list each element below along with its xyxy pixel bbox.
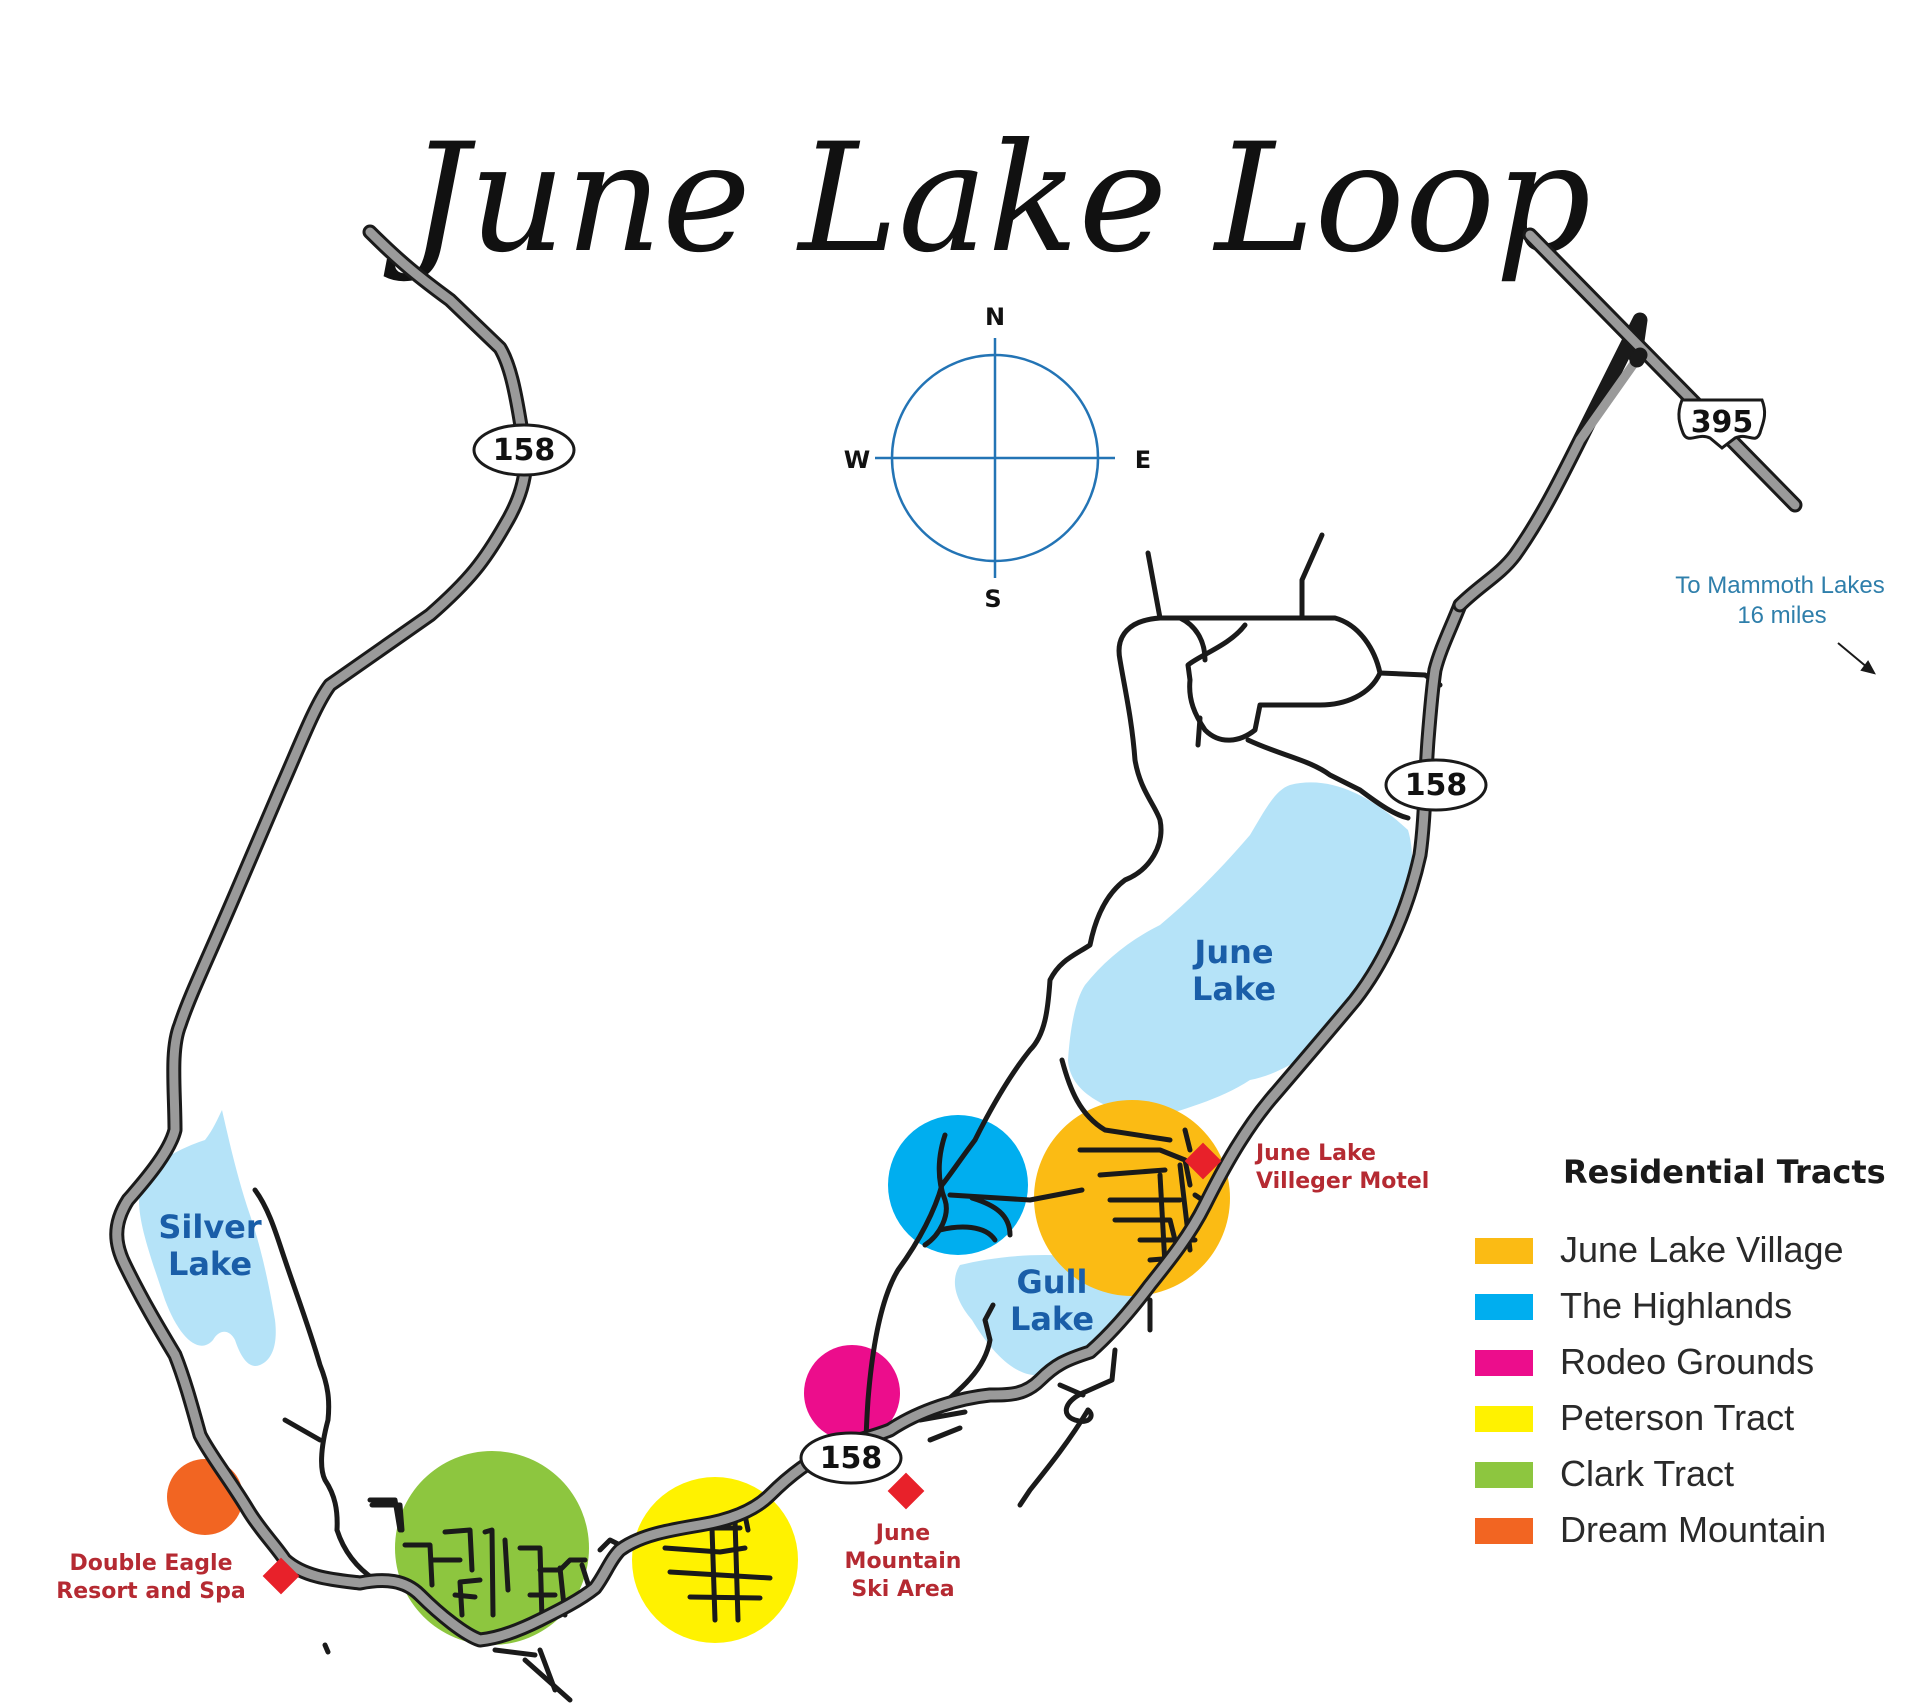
june-lake-label-line2: Lake (1192, 970, 1276, 1008)
tract-circles (167, 1100, 1230, 1645)
us-395-shield-icon: 395 (1677, 398, 1767, 450)
compass-west-label: W (844, 446, 870, 474)
highways (109, 224, 1803, 1648)
route-158-shield-north: 158 (472, 423, 576, 477)
gull-lake-label-line1: Gull (1017, 1263, 1088, 1301)
compass-rose-icon (875, 338, 1115, 578)
legend-label: Peterson Tract (1560, 1397, 1794, 1438)
double-eagle-label-line1: Double Eagle (70, 1551, 233, 1576)
route-158-label: 158 (820, 1441, 883, 1476)
silver-lake-water (139, 1110, 276, 1366)
legend: Residential Tracts June Lake VillageThe … (1475, 1153, 1886, 1550)
gull-lake-label-line2: Lake (1010, 1300, 1094, 1338)
silver-lake-label-line1: Silver (158, 1208, 262, 1246)
tract-the-highlands (888, 1115, 1028, 1255)
legend-item: Rodeo Grounds (1475, 1341, 1814, 1382)
villager-motel-marker (1184, 1142, 1222, 1180)
route-158-label: 158 (493, 433, 556, 468)
us-395-label: 395 (1691, 405, 1754, 440)
june-lake-label-line1: June (1192, 933, 1273, 971)
route-158-shield-south: 158 (799, 1431, 903, 1485)
legend-label: Clark Tract (1560, 1453, 1734, 1494)
mammoth-direction-line2: 16 miles (1737, 602, 1826, 629)
legend-item: Clark Tract (1475, 1453, 1734, 1494)
ski-area-marker (887, 1472, 925, 1510)
compass-east-label: E (1135, 446, 1151, 474)
ski-area-label-line1: June (874, 1521, 930, 1546)
legend-title: Residential Tracts (1563, 1153, 1886, 1191)
map-title: June Lake Loop (383, 112, 1591, 286)
villager-motel-label-line1: June Lake (1254, 1141, 1376, 1166)
double-eagle-marker (262, 1557, 300, 1595)
legend-item: June Lake Village (1475, 1229, 1844, 1270)
tract-rodeo-grounds (804, 1345, 900, 1441)
arrow-southeast-icon (1837, 642, 1876, 675)
legend-label: June Lake Village (1560, 1229, 1844, 1270)
route-158-east (1452, 312, 1648, 613)
compass-south-label: S (984, 585, 1001, 613)
legend-item: The Highlands (1475, 1285, 1792, 1326)
legend-item: Dream Mountain (1475, 1509, 1826, 1550)
legend-swatch (1475, 1294, 1533, 1320)
villager-motel-label-line2: Villeger Motel (1256, 1169, 1429, 1194)
ski-area-label-line2: Mountain (845, 1549, 962, 1574)
legend-label: Rodeo Grounds (1560, 1341, 1814, 1382)
legend-swatch (1475, 1238, 1533, 1264)
legend-swatch (1475, 1462, 1533, 1488)
legend-label: Dream Mountain (1560, 1509, 1826, 1550)
mammoth-direction-line1: To Mammoth Lakes (1675, 572, 1884, 599)
legend-item: Peterson Tract (1475, 1397, 1794, 1438)
legend-label: The Highlands (1560, 1285, 1792, 1326)
silver-lake-label-line2: Lake (168, 1245, 252, 1283)
lakes (139, 782, 1413, 1376)
place-markers (262, 1142, 1222, 1595)
legend-swatch (1475, 1406, 1533, 1432)
legend-swatch (1475, 1350, 1533, 1376)
route-158-label: 158 (1405, 768, 1468, 803)
compass-north-label: N (985, 303, 1005, 331)
ski-area-label-line3: Ski Area (851, 1577, 954, 1602)
legend-swatch (1475, 1518, 1533, 1544)
route-158-shield-east: 158 (1384, 758, 1488, 812)
double-eagle-label-line2: Resort and Spa (56, 1579, 245, 1604)
